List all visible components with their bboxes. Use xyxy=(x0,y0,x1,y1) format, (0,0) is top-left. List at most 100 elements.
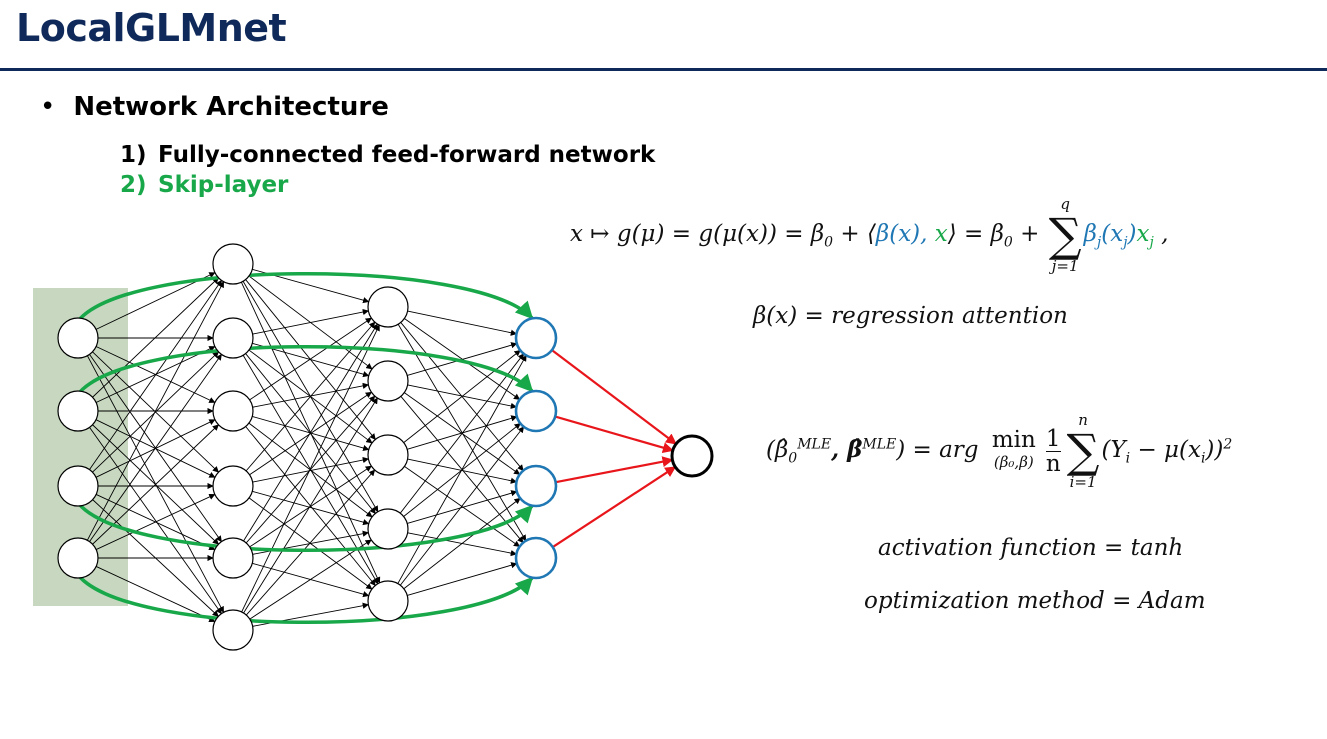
hidden-edge xyxy=(399,353,525,514)
eq-part: ⟩ = β xyxy=(947,221,1004,247)
eq-part: (μ(x)) = β xyxy=(713,221,825,247)
sum-symbol: ∑ xyxy=(1066,424,1100,478)
activation-function: activation function = tanh xyxy=(878,535,1184,561)
hidden2-neuron xyxy=(367,508,409,550)
attention-definition: β(x) = regression attention xyxy=(753,303,1068,329)
hidden-edges xyxy=(86,268,527,627)
hidden-edge xyxy=(89,279,222,470)
hidden1-neuron xyxy=(212,609,254,651)
hidden-edge xyxy=(243,397,378,614)
output-edge xyxy=(555,456,674,484)
skip-connection-3 xyxy=(74,499,534,553)
eq-part: (β̂ xyxy=(766,437,789,463)
eq-part: x ↦ g(μ) = g xyxy=(570,221,714,247)
attention-neuron xyxy=(514,464,558,508)
hidden-edge xyxy=(95,493,216,550)
list-item-feedforward: 1) Fully-connected feed-forward network xyxy=(120,142,655,168)
eq-x-green: x xyxy=(934,221,948,247)
attention-neuron xyxy=(514,536,558,580)
eq-sup: 2 xyxy=(1223,436,1233,453)
title-divider xyxy=(0,68,1327,71)
hidden1-neuron xyxy=(212,537,254,579)
eq-part: ) = arg xyxy=(896,437,986,463)
hidden-edge xyxy=(407,562,518,596)
eq-part: − μ(x xyxy=(1130,437,1201,463)
min-label: min xyxy=(991,427,1036,453)
eq-sub: 0 xyxy=(788,450,798,467)
hidden-edge xyxy=(86,281,225,541)
hidden-edge xyxy=(92,277,219,398)
eq-argmin: min(β₀,β) xyxy=(992,429,1036,473)
eq-summation: n∑i=1 xyxy=(1067,412,1100,490)
hidden-edge xyxy=(249,317,372,401)
hidden1-neuron xyxy=(212,317,254,359)
neurons xyxy=(57,243,714,651)
hidden2-neuron xyxy=(367,360,409,402)
eq-part: (Y xyxy=(1101,437,1126,463)
section-heading-text: Network Architecture xyxy=(73,92,389,122)
eq-sub: 0 xyxy=(824,234,834,251)
eq-part: , β̂ xyxy=(831,436,863,463)
eq-part: )) xyxy=(1205,437,1224,463)
hidden-edge xyxy=(249,465,372,548)
hidden-edge xyxy=(243,323,378,542)
eq-part: + xyxy=(1012,221,1047,247)
hidden-edge xyxy=(245,321,376,472)
hidden-edge xyxy=(252,490,370,526)
list-item-text: Fully-connected feed-forward network xyxy=(158,142,656,168)
sum-lower: i=1 xyxy=(1069,473,1097,491)
sum-lower: j=1 xyxy=(1051,257,1079,275)
hidden-edge xyxy=(397,323,527,542)
hidden-edge xyxy=(95,566,216,623)
hidden-edge xyxy=(252,456,370,483)
hidden1-neuron xyxy=(212,465,254,507)
hidden-edge xyxy=(403,350,521,443)
attention-neuron xyxy=(514,316,558,360)
eq-part: (x xyxy=(1101,221,1124,247)
skip-connection-1 xyxy=(74,271,534,325)
hidden-edge xyxy=(92,351,219,473)
eq-beta-x: β(x), xyxy=(875,221,935,247)
output-edge xyxy=(551,349,677,445)
hidden2-neuron xyxy=(367,434,409,476)
bullet-dot: • xyxy=(40,92,56,122)
eq-sub: i xyxy=(1125,450,1131,467)
list-item-skip-layer: 2)Skip-layer xyxy=(120,172,288,198)
skip-connection-2 xyxy=(74,344,534,398)
output-edge xyxy=(554,415,674,453)
hidden-edge xyxy=(397,354,527,584)
min-sub: (β₀,β) xyxy=(993,453,1034,471)
output-neuron xyxy=(670,434,714,478)
sum-upper: n xyxy=(1078,411,1088,429)
eq-sup: MLE xyxy=(862,436,897,453)
hidden-edge xyxy=(407,310,518,336)
hidden-edge xyxy=(89,427,222,615)
list-item-text: Skip-layer xyxy=(158,172,289,198)
eq-sub: 0 xyxy=(1003,234,1013,251)
input-neuron xyxy=(57,537,99,579)
skip-connections xyxy=(74,271,534,625)
eq-x-j: x xyxy=(1136,221,1150,247)
skip-connection-4 xyxy=(74,571,534,625)
hidden-edge xyxy=(241,324,380,613)
eq-part: ) xyxy=(1127,221,1137,247)
optimization-method: optimization method = Adam xyxy=(864,588,1206,614)
output-edge xyxy=(552,466,677,548)
page-title: LocalGLMnet xyxy=(16,6,287,50)
hidden-edge xyxy=(249,391,372,476)
frac-den: n xyxy=(1045,450,1061,477)
hidden-edge xyxy=(245,469,376,616)
sum-upper: q xyxy=(1060,195,1070,213)
eq-summation: q∑j=1 xyxy=(1049,196,1082,274)
eq-part: + ⟨ xyxy=(833,221,876,247)
attention-neuron xyxy=(514,389,558,433)
hidden-edge xyxy=(403,497,521,590)
hidden2-neuron xyxy=(367,580,409,622)
hidden2-neuron xyxy=(367,286,409,328)
list-item-number: 1) xyxy=(120,142,147,168)
output-edges xyxy=(551,349,677,548)
input-neuron xyxy=(57,317,99,359)
input-neuron xyxy=(57,465,99,507)
model-equation: x ↦ g(μ) = g(μ(x)) = β0 + ⟨β(x), x⟩ = β0… xyxy=(570,196,1168,274)
